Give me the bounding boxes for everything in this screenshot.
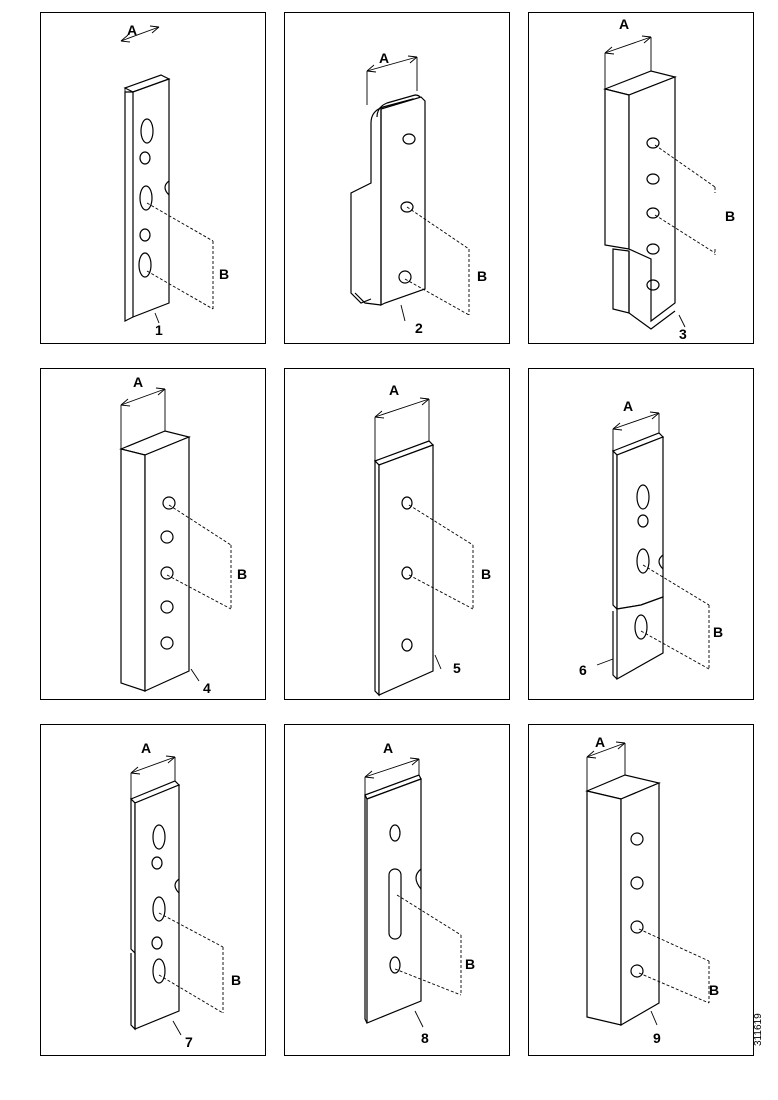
dimension-a-label: A — [623, 398, 634, 414]
dimension-b-label: B — [477, 268, 488, 284]
bracket-drawing-3 — [603, 35, 716, 330]
bracket-number-label: 1 — [155, 322, 163, 338]
dimension-b-label: B — [709, 982, 720, 998]
bracket-panel-2: A B 2 — [284, 12, 510, 344]
dimension-b-label: B — [713, 624, 724, 640]
dimension-a-label: A — [619, 16, 630, 32]
bracket-panel-6: A B 6 — [528, 368, 754, 700]
dimension-b-label: B — [481, 566, 492, 582]
bracket-number-label: 8 — [421, 1030, 429, 1046]
bracket-number-label: 9 — [653, 1030, 661, 1046]
dimension-b-label: B — [237, 566, 248, 582]
bracket-drawing-2 — [350, 55, 470, 322]
dimension-a-label: A — [383, 740, 394, 756]
bracket-drawing-1 — [120, 25, 214, 324]
dimension-a-label: A — [133, 374, 144, 390]
bracket-drawing-4 — [119, 387, 232, 692]
bracket-panel-5: A B 5 — [284, 368, 510, 700]
dimension-a-label: A — [379, 50, 390, 66]
dimension-b-label: B — [465, 956, 476, 972]
bracket-drawing-5 — [373, 397, 474, 697]
bracket-panel-4: A B 4 — [40, 368, 266, 700]
document-code: 311619 — [753, 1013, 764, 1046]
dimension-a-label: A — [141, 740, 152, 756]
bracket-number-label: 4 — [203, 680, 211, 696]
bracket-number-label: 6 — [579, 662, 587, 678]
bracket-number-label: 2 — [415, 320, 423, 336]
bracket-panel-8: A B 8 — [284, 724, 510, 1056]
dimension-a-label: A — [595, 734, 606, 750]
dimension-b-label: B — [219, 266, 230, 282]
bracket-panel-1: A B 1 — [40, 12, 266, 344]
dimension-a-label: A — [127, 22, 138, 38]
bracket-number-label: 3 — [679, 326, 687, 342]
dimension-a-label: A — [389, 382, 400, 398]
bracket-drawing-7 — [129, 755, 224, 1036]
dimension-b-label: B — [725, 208, 736, 224]
bracket-panel-9: A B 9 — [528, 724, 754, 1056]
bracket-number-label: 7 — [185, 1034, 193, 1050]
bracket-drawing-9 — [585, 741, 710, 1027]
bracket-drawing-8 — [364, 757, 462, 1028]
bracket-panel-3: A B 3 — [528, 12, 754, 344]
bracket-drawing-6 — [596, 411, 710, 681]
dimension-b-label: B — [231, 972, 242, 988]
bracket-number-label: 5 — [453, 660, 461, 676]
bracket-panel-7: A B 7 — [40, 724, 266, 1056]
